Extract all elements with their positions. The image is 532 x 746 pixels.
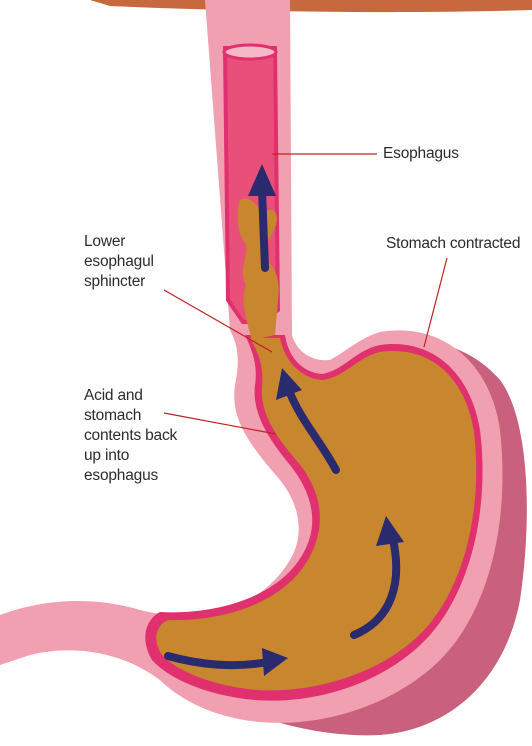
arrow-esophagus bbox=[262, 190, 265, 268]
leader-stomach-contracted bbox=[424, 258, 447, 347]
label-esophagus: Esophagus bbox=[383, 144, 459, 164]
top-band bbox=[90, 0, 532, 12]
esophagus-opening bbox=[224, 45, 276, 59]
label-lower-esophageal-sphincter: Lower esophagul sphincter bbox=[84, 232, 154, 292]
label-acid-backup: Acid and stomach contents back up into e… bbox=[84, 386, 177, 486]
label-stomach-contracted: Stomach contracted bbox=[386, 234, 520, 254]
